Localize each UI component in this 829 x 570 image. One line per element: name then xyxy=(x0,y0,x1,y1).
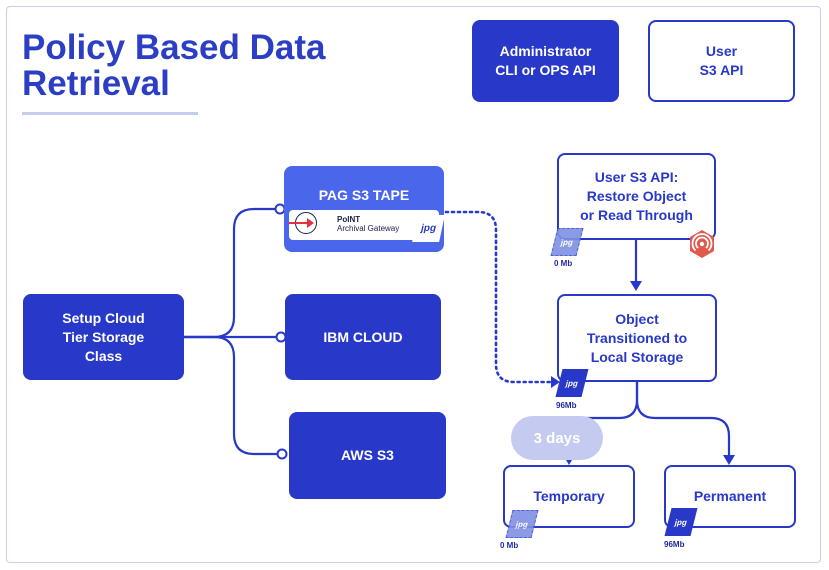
user-line1: User xyxy=(705,43,738,59)
retention-days-badge: 3 days xyxy=(511,416,603,460)
aws-label: AWS S3 xyxy=(341,447,394,463)
pag-s3-tape-box: PAG S3 TAPE PoINT Archival Gateway jpg xyxy=(284,166,445,252)
administrator-line2: CLI or OPS API xyxy=(495,62,596,78)
administrator-line1: Administrator xyxy=(499,43,592,59)
arrowhead-permanent xyxy=(723,455,735,465)
permanent-label: Permanent xyxy=(693,488,767,504)
arrowhead-transitioned xyxy=(630,281,642,291)
pag-label: PAG S3 TAPE xyxy=(318,187,410,203)
user-line2: S3 API xyxy=(699,62,744,78)
page-title: Policy Based Data Retrieval xyxy=(22,28,326,103)
connector-setup-to-aws xyxy=(184,335,281,456)
transitioned-line1: Object xyxy=(615,310,659,327)
ibm-cloud-box: IBM CLOUD xyxy=(285,294,441,380)
object-transitioned-box: Object Transitioned to Local Storage xyxy=(557,294,717,382)
transitioned-file-size: 96Mb xyxy=(556,401,577,410)
connector-transitioned-to-permanent xyxy=(635,382,731,456)
pag-jpg-file-icon: jpg xyxy=(412,215,445,242)
temporary-label: Temporary xyxy=(533,488,605,504)
point-logo-name: PoINT xyxy=(337,215,361,224)
aws-s3-box: AWS S3 xyxy=(289,412,446,499)
administrator-box: Administrator CLI or OPS API xyxy=(472,20,619,102)
restore-file-size: 0 Mb xyxy=(554,259,573,268)
connector-pag-to-local-dotted xyxy=(444,210,553,384)
temporary-file-size: 0 Mb xyxy=(500,541,519,550)
restore-object-box: User S3 API: Restore Object or Read Thro… xyxy=(557,153,716,240)
connector-setup-to-pag xyxy=(184,207,279,339)
restore-line1: User S3 API: xyxy=(594,169,679,185)
transitioned-line3: Local Storage xyxy=(590,348,684,365)
point-logo-arrowhead-icon xyxy=(307,218,314,228)
title-underline xyxy=(22,112,198,115)
restore-line2: Restore Object xyxy=(586,188,687,204)
point-logo-arrow-icon xyxy=(289,222,311,224)
setup-line1: Setup Cloud xyxy=(62,309,145,326)
transitioned-line2: Transitioned to xyxy=(586,329,688,346)
restore-line3: or Read Through xyxy=(580,207,693,223)
diagram-frame xyxy=(6,6,821,563)
permanent-file-size: 96Mb xyxy=(664,540,685,549)
rss-icon xyxy=(690,230,714,258)
user-box: User S3 API xyxy=(648,20,795,102)
arrowhead-local-dotted xyxy=(551,376,560,388)
setup-line2: Tier Storage xyxy=(62,328,145,345)
setup-cloud-tier-box: Setup Cloud Tier Storage Class xyxy=(23,294,184,380)
ibm-label: IBM CLOUD xyxy=(323,328,403,345)
setup-line3: Class xyxy=(84,347,123,364)
point-logo-subtitle: Archival Gateway xyxy=(337,224,400,233)
port-aws xyxy=(276,448,288,460)
